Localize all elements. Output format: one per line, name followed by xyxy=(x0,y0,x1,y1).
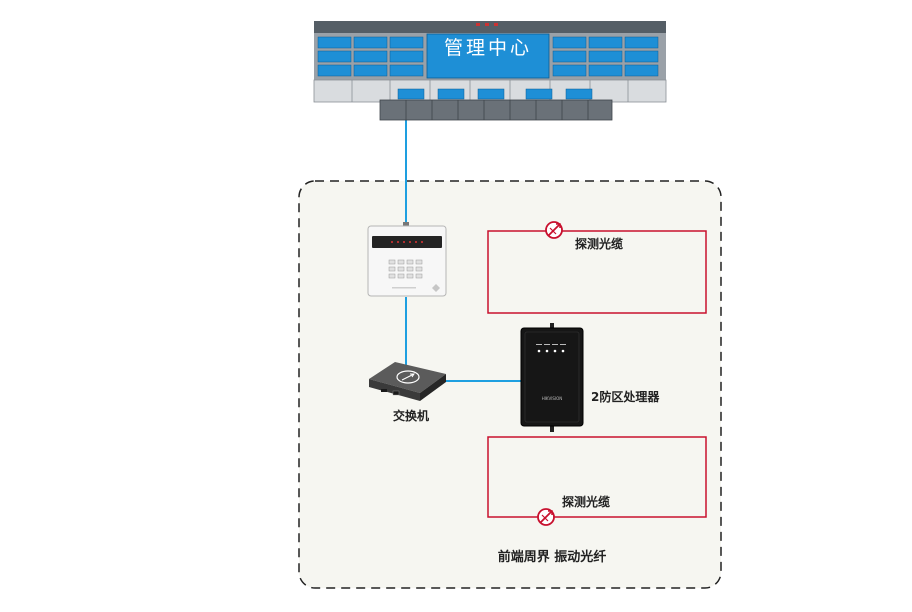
processor-led-2 xyxy=(545,349,549,353)
zone-label: 前端周界 振动光纤 xyxy=(498,549,607,565)
bottom-fiber-connector-icon xyxy=(537,508,555,526)
center-sign-text: 管理中心 xyxy=(444,37,532,59)
processor-led-3 xyxy=(553,349,557,353)
top-loop-label: 探测光缆 xyxy=(575,236,623,251)
center-sign-panel xyxy=(426,33,550,79)
perimeter-zone xyxy=(298,180,722,589)
bottom-fiber-loop xyxy=(487,436,707,518)
alarm-keypad xyxy=(367,222,447,297)
keypad-buttons xyxy=(388,259,423,279)
network-switch xyxy=(369,362,446,401)
top-fiber-connector-icon xyxy=(545,221,563,239)
bottom-loop-label: 探测光缆 xyxy=(562,494,610,509)
left-video-wall xyxy=(317,36,424,77)
switch-label: 交换机 xyxy=(393,408,429,423)
switch-logo-icon xyxy=(396,370,420,384)
management-center: 管理中心 xyxy=(313,21,667,121)
console-monitors xyxy=(397,88,593,100)
processor-brand: HIKVISION xyxy=(542,396,563,401)
network-links xyxy=(405,119,521,382)
switch-port xyxy=(392,390,400,396)
processor-label: 2防区处理器 xyxy=(591,389,660,404)
right-video-wall xyxy=(552,36,659,77)
keypad-display xyxy=(372,236,442,248)
fiber-loops xyxy=(487,230,707,518)
top-fiber-loop xyxy=(487,230,707,314)
console-desk xyxy=(379,99,613,121)
keypad-logo-icon xyxy=(432,284,440,292)
processor-led-4 xyxy=(561,349,565,353)
zone-processor: HIKVISION xyxy=(520,323,584,432)
processor-led-1 xyxy=(537,349,541,353)
